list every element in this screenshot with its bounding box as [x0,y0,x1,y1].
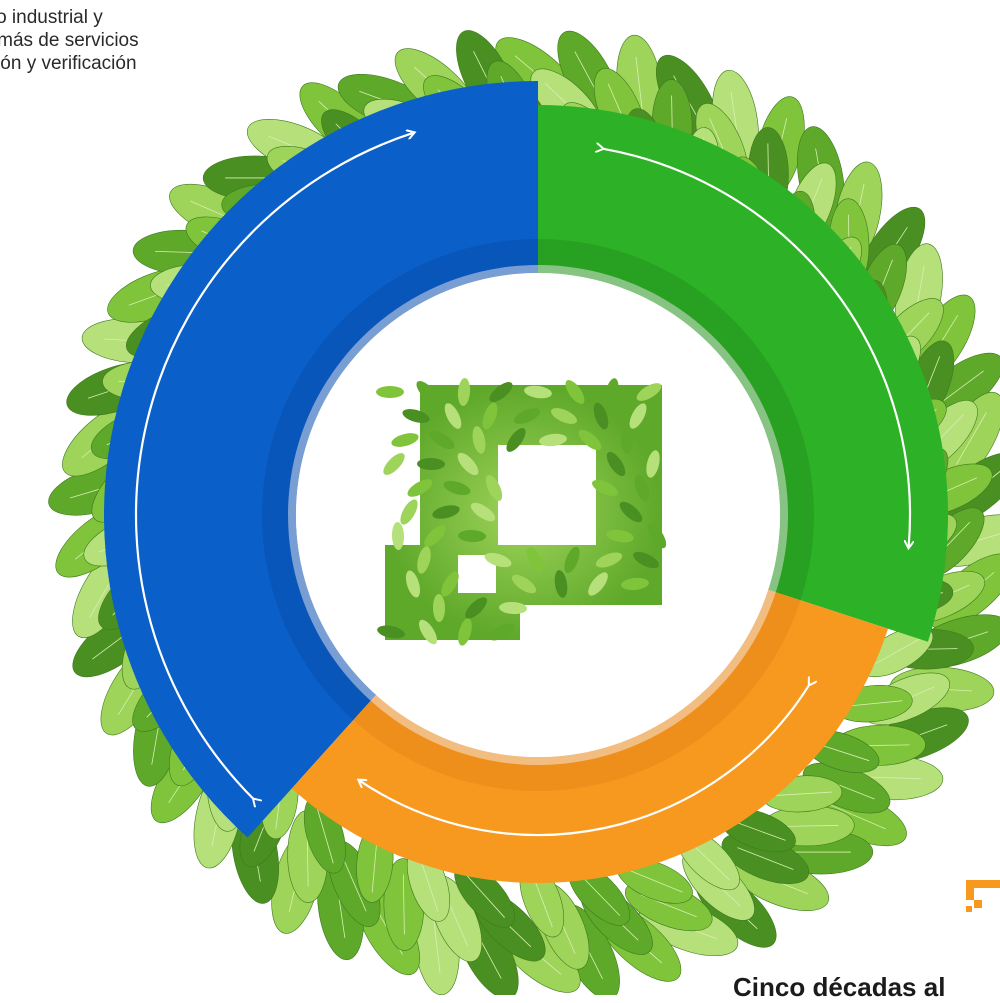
logo-leaf [646,450,660,478]
leaf-vein [772,791,832,797]
logo-leaf [621,577,649,591]
logo-leaf [633,551,659,569]
intro-text: uso industrial y demás de servicios ació… [0,6,246,75]
logo-leaf [592,479,618,497]
logo-leaf [391,433,419,447]
leaf-vein [955,412,987,465]
logo-leaf [511,574,537,594]
logo-leaf [539,433,567,447]
logo-leaf [620,426,634,454]
green-cycle-arrow [603,149,910,548]
leaf-vein [341,856,367,912]
logo-leaf [588,572,608,596]
logo-leaf [391,522,405,550]
logo-leaf [593,402,609,430]
logo-leaf [482,402,498,430]
leaf-vein [870,636,924,667]
leaf-vein [737,847,794,870]
logo-leaf [472,426,486,454]
logo-leaf [419,619,437,645]
logo-leaf [524,385,552,399]
orange-cycle-arrow [359,685,809,837]
logo-leaf [441,571,459,597]
leaf-vein [830,804,886,830]
logo-leaf [595,552,623,568]
leaf-vein [402,874,405,935]
logo-leaf [634,474,650,502]
logo-leaf [619,501,643,523]
intro-line-1: uso industrial y [0,7,103,28]
logo-leaf [402,409,430,423]
logo-leaf [629,403,647,429]
leaf-vein [860,776,921,780]
logo-leaf [443,480,471,496]
intro-line-3: ación y verificación [0,53,137,74]
logo-leaf [489,382,513,402]
leaf-vein [626,869,683,893]
logo-leaf [416,380,438,404]
leaf-vein [464,872,505,918]
blue-cycle-arrow [134,133,414,800]
logo-leaf [458,529,486,543]
logo-leaf [506,428,526,452]
leaf-vein [316,805,334,864]
cycle-arrows [134,133,910,837]
logo-leaf [458,618,472,646]
logo-leaf [405,570,421,598]
intro-line-2: demás de servicios [0,30,139,51]
logo-leaf [647,523,667,549]
logo-leaf [407,479,433,497]
brand-logo-icon [966,880,1000,912]
logo-leaf [400,499,418,525]
logo-leaf [444,403,462,429]
logo-leaf [432,594,446,622]
logo-leaf [636,383,662,401]
logo-leaf [513,408,541,424]
logo-leaf [417,546,431,574]
logo-leaf [424,525,446,547]
logo-leaf [565,380,585,404]
logo-leaf [457,378,471,406]
logo-leaf [377,625,405,639]
leaf-vein [635,57,644,117]
logo-leaf [605,378,619,406]
leaf-vein [778,825,839,827]
leaf-logo-icon [376,378,667,646]
leaf-vein [432,913,441,973]
logo-leaf [554,570,568,598]
logo-leaf [429,431,455,449]
footer-heading: Cinco décadas al [733,972,946,1002]
logo-leaf [432,505,460,519]
logo-leaf [383,453,405,475]
logo-leaf [499,601,527,615]
logo-leaf [489,623,515,641]
logo-leaf [550,408,578,424]
logo-leaf [465,597,487,619]
logo-leaf [390,597,414,619]
logo-leaf [578,429,602,451]
logo-leaf [484,552,512,568]
logo-leaf [606,529,634,543]
logo-leaf [376,386,404,398]
logo-leaf [564,546,580,574]
logo-leaf [606,451,626,477]
logo-leaf [470,502,496,522]
logo-leaf [526,547,544,573]
logo-leaf [417,457,445,471]
logo-leaf [457,452,479,476]
logo-leaf [485,475,503,501]
